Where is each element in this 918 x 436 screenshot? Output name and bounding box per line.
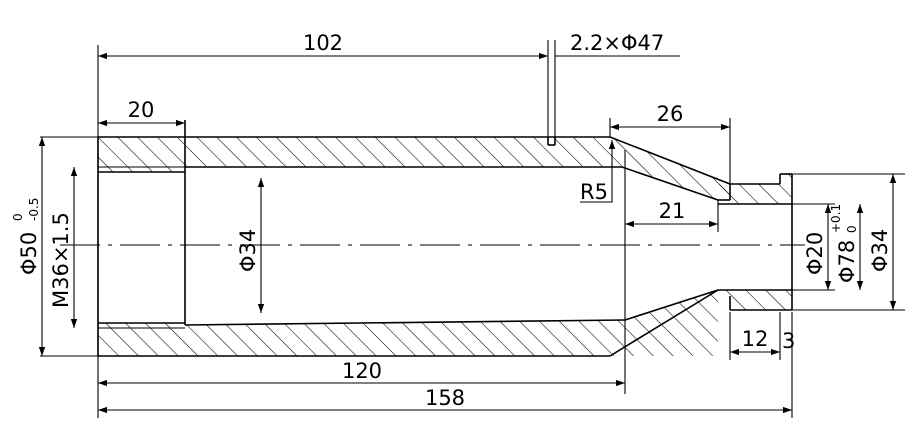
label-21: 21 [659,199,686,223]
label-phi78-tol-lower: 0 [845,225,859,233]
label-phi50-tol-lower: -0.5 [27,198,41,221]
label-3: 3 [782,329,795,353]
label-phi78-tol-upper: +0.1 [829,204,843,233]
label-phi78: Φ78 [835,240,859,283]
section-hatching [98,137,792,356]
label-phi50-tol-upper: 0 [11,213,25,221]
leader-r5 [580,140,616,203]
label-thread: M36×1.5 [49,212,73,308]
label-102: 102 [303,31,343,55]
label-158: 158 [425,386,465,410]
label-phi20: Φ20 [803,232,827,275]
label-phi34-outer: Φ34 [868,229,892,272]
label-groove: 2.2×Φ47 [570,31,664,55]
extension-lines [40,40,905,418]
label-120: 120 [342,359,382,383]
label-phi34-inner: Φ34 [236,229,260,272]
dimension-lines [38,52,897,414]
part-outline [97,120,793,357]
label-r5: R5 [580,180,608,204]
label-26: 26 [657,102,684,126]
label-phi50: Φ50 [17,232,41,275]
label-20: 20 [128,98,155,122]
dimension-labels: 102 2.2×Φ47 20 26 R5 21 120 158 12 3 Φ50… [11,31,892,410]
label-12: 12 [742,327,769,351]
